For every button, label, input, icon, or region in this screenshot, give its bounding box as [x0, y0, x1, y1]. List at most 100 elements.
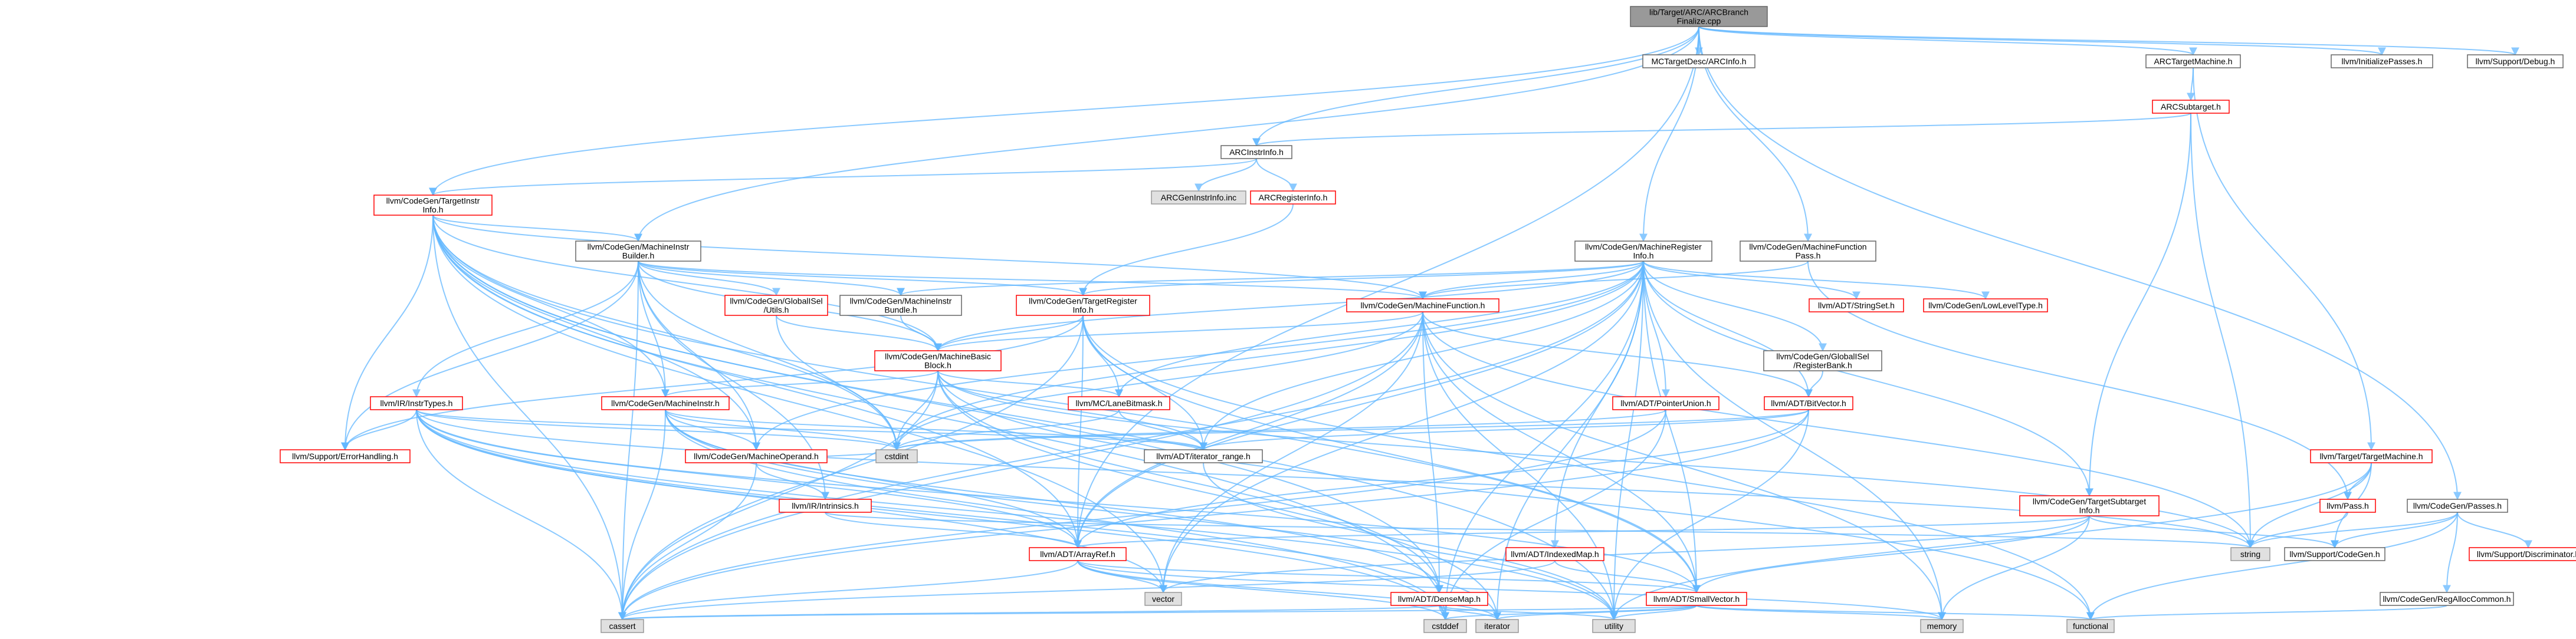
node-box[interactable] [839, 295, 962, 316]
node-box[interactable] [1920, 619, 1964, 633]
node-box[interactable] [1068, 396, 1170, 410]
node-vector[interactable]: vector [1144, 592, 1182, 606]
node-box[interactable] [1423, 619, 1467, 633]
node-box[interactable] [2407, 499, 2508, 513]
node-iteratorrange[interactable]: llvm/ADT/iterator_range.h [1144, 449, 1263, 463]
node-box[interactable] [1764, 396, 1853, 410]
node-targetmachine[interactable]: llvm/Target/TargetMachine.h [2310, 449, 2433, 463]
node-box[interactable] [1250, 190, 1336, 205]
node-globalisel[interactable]: llvm/CodeGen/GlobalISel/Utils.h [724, 295, 828, 316]
node-instrtypes[interactable]: llvm/IR/InstrTypes.h [370, 396, 463, 410]
node-box[interactable] [1592, 619, 1636, 633]
node-lowleveltype[interactable]: llvm/CodeGen/LowLevelType.h [1923, 298, 2048, 312]
node-box[interactable] [1016, 295, 1150, 316]
node-box[interactable] [874, 350, 1002, 371]
node-box[interactable] [1763, 350, 1882, 371]
node-box[interactable] [370, 396, 463, 410]
node-box[interactable] [1220, 145, 1292, 159]
node-box[interactable] [685, 449, 828, 463]
node-regalloccommon[interactable]: llvm/CodeGen/RegAllocCommon.h [2380, 592, 2514, 606]
node-iterator[interactable]: iterator [1475, 619, 1519, 633]
node-box[interactable] [1612, 396, 1719, 410]
node-initializepasses[interactable]: llvm/InitializePasses.h [2331, 54, 2433, 68]
node-mfunction[interactable]: llvm/CodeGen/MachineFunction.h [1346, 298, 1499, 312]
node-box[interactable] [779, 499, 872, 513]
node-cassert[interactable]: cassert [600, 619, 644, 633]
node-smallvector[interactable]: llvm/ADT/SmallVector.h [1646, 592, 1747, 606]
node-registerbank[interactable]: llvm/CodeGen/GlobalISel/RegisterBank.h [1763, 350, 1882, 371]
node-box[interactable] [1151, 190, 1246, 205]
node-cstddef[interactable]: cstddef [1423, 619, 1467, 633]
node-box[interactable] [2319, 499, 2376, 513]
node-box[interactable] [1144, 449, 1263, 463]
node-moperand[interactable]: llvm/CodeGen/MachineOperand.h [685, 449, 828, 463]
node-intrinsics[interactable]: llvm/IR/Intrinsics.h [779, 499, 872, 513]
node-box[interactable] [724, 295, 828, 316]
node-box[interactable] [600, 619, 644, 633]
node-errorhandling[interactable]: llvm/Support/ErrorHandling.h [280, 449, 411, 463]
node-lanebitmask[interactable]: llvm/MC/LaneBitmask.h [1068, 396, 1170, 410]
node-pass[interactable]: llvm/Pass.h [2319, 499, 2376, 513]
node-bitvector[interactable]: llvm/ADT/BitVector.h [1764, 396, 1853, 410]
node-box[interactable] [2145, 54, 2241, 68]
node-arctargetmachine[interactable]: ARCTargetMachine.h [2145, 54, 2241, 68]
node-box[interactable] [2230, 547, 2270, 561]
node-box[interactable] [1642, 54, 1755, 68]
node-utility[interactable]: utility [1592, 619, 1636, 633]
node-box[interactable] [1646, 592, 1747, 606]
node-box[interactable] [2380, 592, 2514, 606]
node-codegenpasses[interactable]: llvm/CodeGen/Passes.h [2407, 499, 2508, 513]
node-box[interactable] [1505, 547, 1604, 561]
node-box[interactable] [373, 195, 493, 216]
node-box[interactable] [2152, 100, 2230, 114]
node-arcinstrinfo[interactable]: ARCInstrInfo.h [1220, 145, 1292, 159]
node-box[interactable] [1809, 298, 1904, 312]
node-box[interactable] [1144, 592, 1182, 606]
node-box[interactable] [1346, 298, 1499, 312]
node-box[interactable] [2284, 547, 2385, 561]
node-box[interactable] [280, 449, 411, 463]
node-string[interactable]: string [2230, 547, 2270, 561]
node-box[interactable] [575, 241, 701, 262]
node-box[interactable] [1029, 547, 1127, 561]
node-box[interactable] [875, 449, 918, 463]
node-box[interactable] [1740, 241, 1876, 262]
node-box[interactable] [2331, 54, 2433, 68]
node-pointerunion[interactable]: llvm/ADT/PointerUnion.h [1612, 396, 1719, 410]
node-box[interactable] [2019, 495, 2160, 516]
node-box[interactable] [2310, 449, 2433, 463]
node-box[interactable] [2066, 619, 2115, 633]
node-box[interactable] [1923, 298, 2048, 312]
node-mctargetdesc[interactable]: MCTargetDesc/ARCInfo.h [1642, 54, 1755, 68]
node-debug[interactable]: llvm/Support/Debug.h [2467, 54, 2564, 68]
node-indexedmap[interactable]: llvm/ADT/IndexedMap.h [1505, 547, 1604, 561]
node-memory[interactable]: memory [1920, 619, 1964, 633]
node-box[interactable] [1630, 6, 1768, 27]
node-arrayref[interactable]: llvm/ADT/ArrayRef.h [1029, 547, 1127, 561]
node-supportcodegen[interactable]: llvm/Support/CodeGen.h [2284, 547, 2385, 561]
node-arcgeninstrinfo[interactable]: ARCGenInstrInfo.inc [1151, 190, 1246, 205]
node-box[interactable] [1390, 592, 1488, 606]
node-box[interactable] [2467, 54, 2564, 68]
node-box[interactable] [1574, 241, 1712, 262]
node-minstr[interactable]: llvm/CodeGen/MachineInstr.h [601, 396, 730, 410]
node-box[interactable] [1475, 619, 1519, 633]
node-discriminator[interactable]: llvm/Support/Discriminator.h [2469, 547, 2576, 561]
node-arcregisterinfo[interactable]: ARCRegisterInfo.h [1250, 190, 1336, 205]
node-box[interactable] [601, 396, 730, 410]
node-cstdint[interactable]: cstdint [875, 449, 918, 463]
node-stringset[interactable]: llvm/ADT/StringSet.h [1809, 298, 1904, 312]
node-functional[interactable]: functional [2066, 619, 2115, 633]
node-arcsubtarget[interactable]: ARCSubtarget.h [2152, 100, 2230, 114]
node-box[interactable] [2469, 547, 2576, 561]
node-densemap[interactable]: llvm/ADT/DenseMap.h [1390, 592, 1488, 606]
